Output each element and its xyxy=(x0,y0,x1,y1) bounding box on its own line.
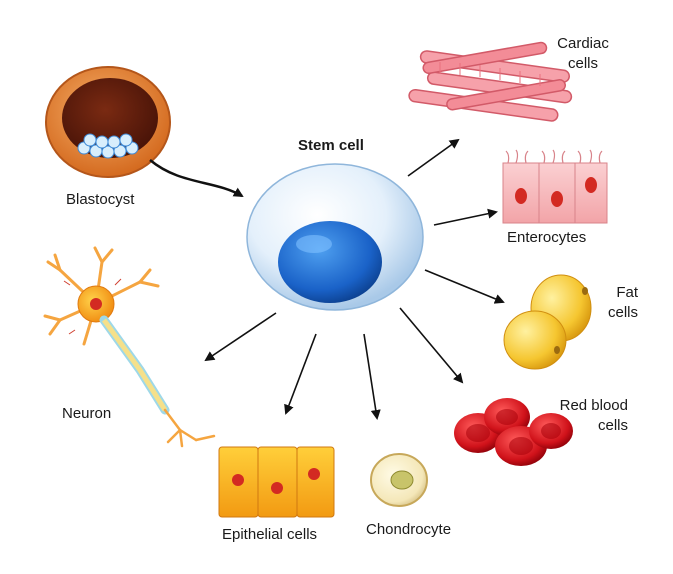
blastocyst-arrow xyxy=(149,159,244,198)
arrow-to-red-blood xyxy=(399,307,464,384)
fat-cells-label-line1: Fat xyxy=(616,284,638,301)
neuron-illustration xyxy=(43,246,216,448)
neuron-label: Neuron xyxy=(62,405,112,422)
red-blood-cells-label-line1: Red blood xyxy=(559,397,628,414)
epithelial-cells-illustration xyxy=(218,446,335,518)
blastocyst-illustration xyxy=(45,66,171,178)
blastocyst-label: Blastocyst xyxy=(66,191,135,208)
cardiac-cells-label-line1: Cardiac xyxy=(557,35,609,52)
enterocytes-illustration xyxy=(502,149,608,224)
arrow-to-enterocytes xyxy=(433,208,498,226)
fat-cells-label: Fat cells xyxy=(592,283,638,323)
chondrocyte-label: Chondrocyte xyxy=(366,521,452,538)
arrow-to-fat xyxy=(424,269,505,304)
cardiac-cells-illustration xyxy=(408,41,573,122)
cardiac-cells-label-line2: cells xyxy=(567,55,598,72)
stem-cell-illustration xyxy=(246,163,424,311)
fat-cells-illustration xyxy=(503,274,592,370)
arrow-to-cardiac xyxy=(407,138,460,177)
stem-cell-title: Stem cell xyxy=(298,137,364,154)
arrow-to-epithelial xyxy=(284,333,317,415)
arrow-to-neuron xyxy=(204,312,277,362)
red-blood-cells-label-line2: cells xyxy=(597,417,628,434)
arrow-to-chondrocyte xyxy=(363,333,381,420)
red-blood-cells-illustration xyxy=(454,398,573,466)
enterocytes-label: Enterocytes xyxy=(507,229,587,246)
epithelial-cells-label: Epithelial cells xyxy=(222,526,318,543)
chondrocyte-illustration xyxy=(370,453,428,507)
red-blood-cells-label: Red blood cells xyxy=(540,396,628,436)
cardiac-cells-label: Cardiac cells xyxy=(555,34,611,74)
fat-cells-label-line2: cells xyxy=(607,304,638,321)
differentiation-arrows xyxy=(204,138,505,420)
